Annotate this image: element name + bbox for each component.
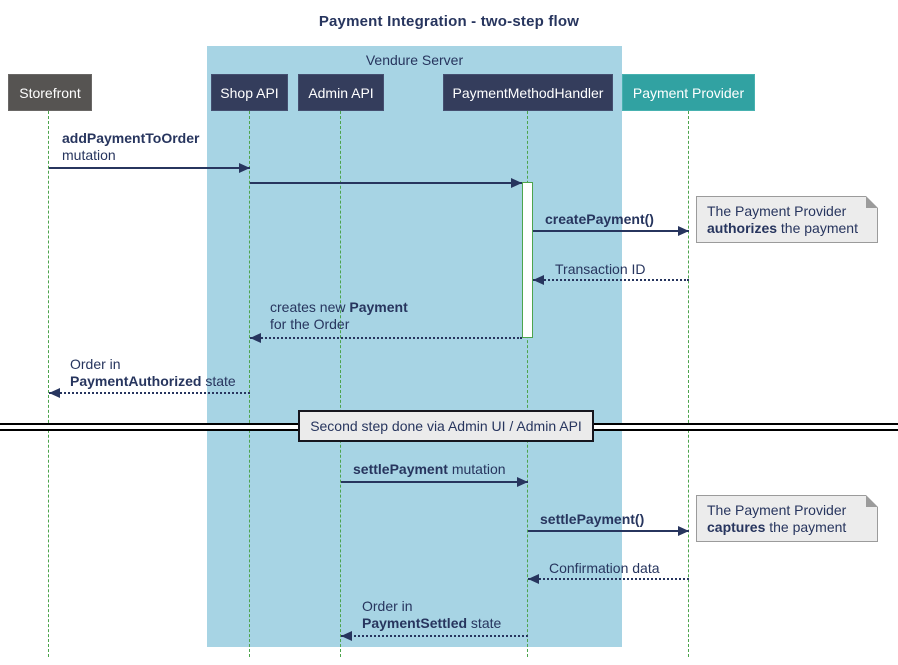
participant-shop-api: Shop API	[211, 74, 288, 111]
message-arrow-forward-to-handler	[250, 178, 522, 188]
message-text: creates new Payment	[270, 299, 408, 316]
participant-label: Storefront	[19, 84, 81, 101]
message-text: creates new	[270, 299, 350, 315]
arrowhead-right-icon	[678, 226, 689, 236]
note-text: the payment	[777, 220, 858, 236]
participant-payment-method-handler: PaymentMethodHandler	[443, 74, 613, 111]
note-capture: The Payment Provider captures the paymen…	[696, 495, 878, 542]
message-text: for the Order	[270, 316, 350, 332]
message-label-add-payment: addPaymentToOrder mutation	[62, 130, 199, 164]
message-label-confirmation: Confirmation data	[549, 560, 660, 576]
arrowhead-left-icon	[528, 574, 539, 584]
message-text: addPaymentToOrder	[62, 130, 200, 146]
participant-payment-provider: Payment Provider	[622, 74, 755, 111]
arrowhead-left-icon	[49, 388, 60, 398]
participant-label: Admin API	[308, 84, 374, 101]
participant-label: PaymentMethodHandler	[452, 84, 604, 101]
message-text: createPayment()	[545, 211, 654, 227]
note-text-bold: authorizes	[707, 220, 778, 236]
participant-label: Payment Provider	[632, 84, 745, 101]
message-arrow-transaction-id	[533, 275, 689, 285]
message-text: mutation	[62, 147, 116, 163]
message-text: PaymentSettled state	[362, 615, 501, 632]
message-arrow-confirmation	[528, 574, 689, 584]
note-text-bold: captures	[707, 519, 766, 535]
message-label-transaction-id: Transaction ID	[555, 261, 646, 277]
note-text: The Payment Provider	[707, 502, 847, 518]
vendure-server-container	[207, 46, 622, 647]
message-text: Order in	[362, 598, 413, 614]
lifeline-shop-api	[249, 111, 250, 657]
message-text-bold: PaymentAuthorized	[70, 373, 202, 389]
arrowhead-left-icon	[250, 333, 261, 343]
arrowhead-right-icon	[517, 477, 528, 487]
message-text-bold: Payment	[349, 299, 408, 315]
lifeline-payment-method-handler	[527, 111, 528, 657]
message-label-creates-payment: creates new Payment for the Order	[270, 299, 408, 333]
lifeline-storefront	[48, 111, 49, 657]
participant-label: Shop API	[220, 84, 279, 101]
message-text: Order in	[70, 356, 121, 372]
arrowhead-left-icon	[341, 631, 352, 641]
message-arrow-settle-mutation	[341, 477, 528, 487]
message-label-create-payment: createPayment()	[545, 211, 654, 228]
message-text-bold: settlePayment	[353, 461, 448, 477]
arrowhead-left-icon	[533, 275, 544, 285]
message-text: PaymentAuthorized state	[70, 373, 236, 390]
activation-bar-payment-method-handler	[522, 182, 533, 338]
message-label-settle-call: settlePayment()	[540, 511, 644, 528]
vendure-server-label: Vendure Server	[365, 52, 464, 68]
message-arrow-create-payment	[533, 226, 689, 236]
participant-storefront: Storefront	[8, 74, 92, 111]
message-label-settle-mutation: settlePayment mutation	[353, 461, 506, 478]
message-label-order-settled: Order in PaymentSettled state	[362, 598, 501, 632]
note-fold-icon	[866, 196, 878, 208]
participant-admin-api: Admin API	[298, 74, 384, 111]
divider-label: Second step done via Admin UI / Admin AP…	[310, 418, 582, 434]
divider-box: Second step done via Admin UI / Admin AP…	[298, 410, 594, 442]
note-text: captures the payment	[707, 519, 867, 536]
message-arrow-order-authorized	[49, 388, 250, 398]
message-text-bold: PaymentSettled	[362, 615, 468, 631]
message-arrow-add-payment	[49, 163, 250, 173]
arrowhead-right-icon	[678, 526, 689, 536]
note-text: the payment	[765, 519, 847, 535]
arrowhead-right-icon	[511, 178, 522, 188]
message-arrow-creates-payment	[250, 333, 522, 343]
note-authorize: The Payment Provider authorizes the paym…	[696, 196, 878, 243]
note-text: authorizes the payment	[707, 220, 867, 237]
arrowhead-right-icon	[239, 163, 250, 173]
message-text: mutation	[447, 461, 506, 477]
note-fold-icon	[866, 495, 878, 507]
message-arrow-settle-call	[528, 526, 689, 536]
message-arrow-order-settled	[341, 631, 528, 641]
message-text: state	[201, 373, 236, 389]
message-text: state	[467, 615, 502, 631]
diagram-title: Payment Integration - two-step flow	[318, 13, 580, 30]
note-text: The Payment Provider	[707, 203, 847, 219]
message-label-order-authorized: Order in PaymentAuthorized state	[70, 356, 236, 390]
lifeline-admin-api	[340, 111, 341, 657]
message-text-bold: settlePayment()	[540, 511, 645, 527]
lifeline-payment-provider	[688, 111, 689, 657]
